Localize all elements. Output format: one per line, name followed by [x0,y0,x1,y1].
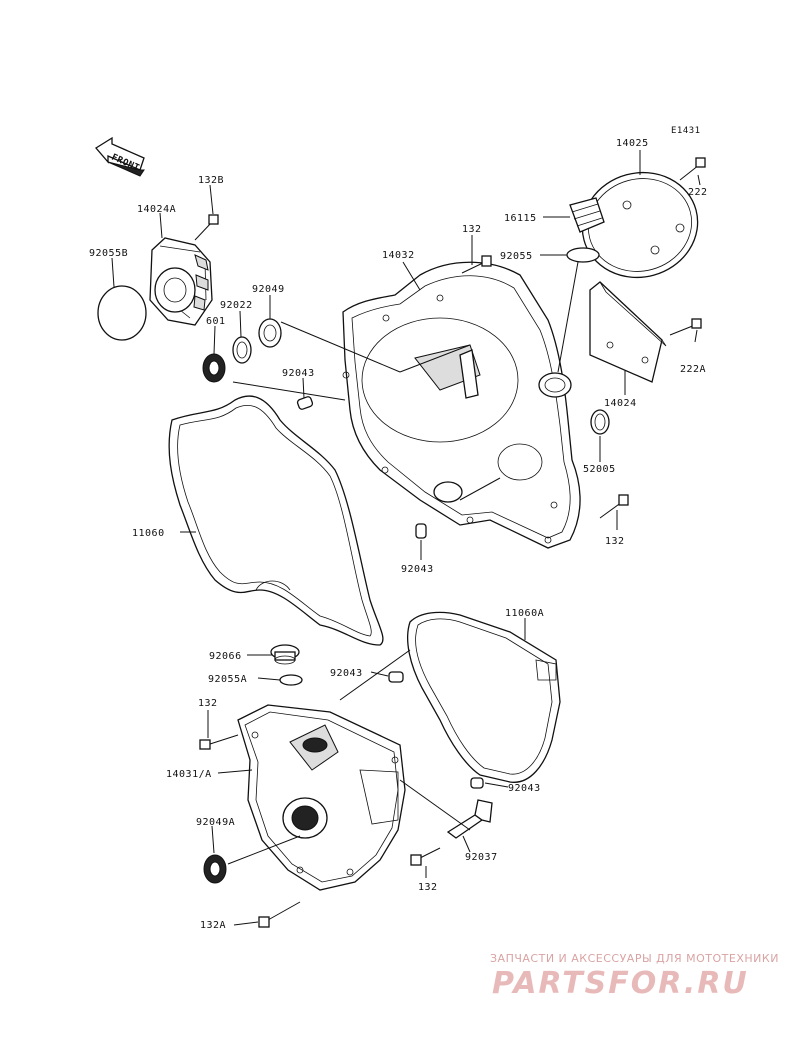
leader-lines [111,150,701,926]
dowel-92043-c [388,671,404,683]
front-arrow-icon: FRONT [95,136,145,177]
cover-14031A [237,704,406,891]
dowel-92043-d [470,777,484,789]
label-92066: 92066 [209,651,242,662]
cover-14025 [581,171,699,279]
label-92043-d: 92043 [508,783,541,794]
label-92022: 92022 [220,300,253,311]
label-14024: 14024 [604,398,637,409]
oring-92055 [566,247,600,263]
bolt-222A [669,318,702,336]
label-132-top: 132 [462,224,482,235]
label-92043-c: 92043 [330,668,363,679]
gasket-11060A [407,611,561,783]
label-11060A: 11060A [505,608,544,619]
label-92037: 92037 [465,852,498,863]
label-132-right: 132 [605,536,625,547]
label-222A: 222A [680,364,706,375]
label-222: 222 [688,187,708,198]
label-14025: 14025 [616,138,649,149]
label-92055A: 92055A [208,674,247,685]
gasket-11060 [168,395,384,646]
label-14032: 14032 [382,250,415,261]
label-92055: 92055 [500,251,533,262]
oring-92055B [97,285,147,341]
diagram-code: E1431 [671,126,701,136]
seal-52005 [590,409,610,435]
label-601: 601 [206,316,226,327]
seal-92049A [203,854,227,884]
label-132B: 132B [198,175,224,186]
watermark-tagline: ЗАПЧАСТИ И АКСЕССУАРЫ ДЛЯ МОТОТЕХНИКИ [490,952,779,965]
label-11060: 11060 [132,528,165,539]
watermark-logo: PARTSFOR.RU [492,966,749,1001]
seal-92049 [258,318,282,348]
part-labels: 14025 222 16115 92055 132 14032 132B 140… [89,138,708,931]
bolt-222 [679,157,706,181]
dowel-92043-b [415,523,427,539]
dowel-92043-a [296,396,314,410]
label-14024A: 14024A [137,204,176,215]
bolt-132-top [461,255,492,274]
bolt-132A [258,901,301,928]
label-52005: 52005 [583,464,616,475]
label-14031A: 14031/A [166,769,212,780]
bolt-132-left [199,734,239,750]
label-132A: 132A [200,920,226,931]
label-92049: 92049 [252,284,285,295]
label-92043-a: 92043 [282,368,315,379]
plug-92066 [270,644,300,665]
bolt-132-right [599,494,629,519]
label-92049A: 92049A [196,817,235,828]
label-92043-b: 92043 [401,564,434,575]
label-92055B: 92055B [89,248,128,259]
label-132-left: 132 [198,698,218,709]
washer-92022 [232,336,252,364]
bracket-14024 [589,281,667,383]
bolt-132B [194,214,219,241]
bearing-601 [202,353,226,383]
oring-92055A [279,674,303,686]
housing-14024A [149,237,213,326]
bolt-132-bottom [410,847,441,866]
cover-14032 [342,261,581,549]
label-16115: 16115 [504,213,537,224]
label-132-bottom: 132 [418,882,438,893]
plug-16115 [569,197,605,233]
